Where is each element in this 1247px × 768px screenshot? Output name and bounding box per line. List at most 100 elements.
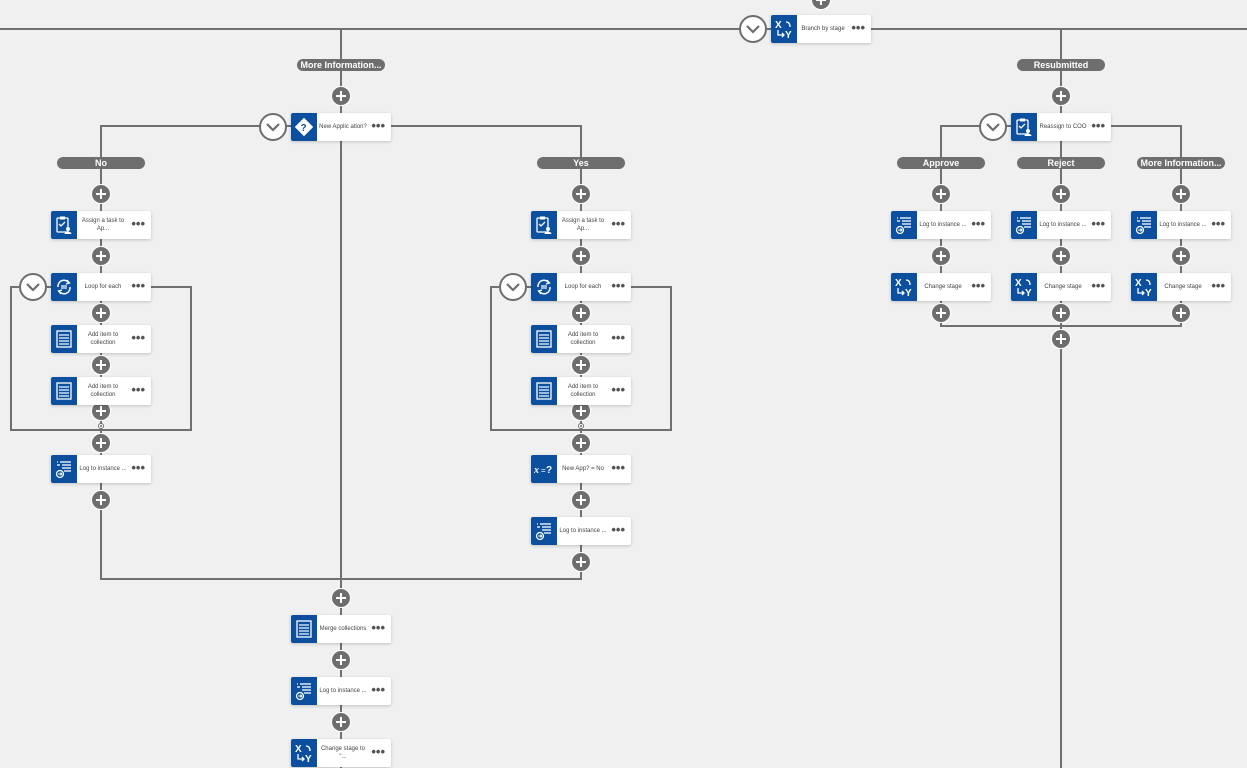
more-options-icon[interactable]: ••• — [371, 620, 385, 635]
log-icon — [531, 517, 557, 545]
collapse-chevron-icon[interactable] — [499, 273, 527, 301]
add-action-plus-icon[interactable] — [1051, 329, 1071, 349]
action-label: Log to instance ... — [79, 466, 127, 472]
loop-end-marker — [578, 423, 584, 429]
add-action-plus-icon[interactable] — [331, 588, 351, 608]
add-action-plus-icon[interactable] — [931, 246, 951, 266]
add-action-plus-icon[interactable] — [571, 401, 591, 421]
more-options-icon[interactable]: ••• — [611, 330, 625, 345]
action-card-log-to-instance[interactable]: Log to instance ... ••• — [291, 677, 391, 705]
collection-icon — [51, 377, 77, 405]
add-action-plus-icon[interactable] — [571, 184, 591, 204]
add-action-plus-icon[interactable] — [571, 355, 591, 375]
branch-label-resubmitted[interactable]: Resubmitted — [1017, 59, 1105, 71]
add-action-plus-icon[interactable] — [91, 303, 111, 323]
action-card-log-to-instance[interactable]: Log to instance ... ••• — [1011, 211, 1111, 239]
more-options-icon[interactable]: ••• — [1211, 278, 1225, 293]
more-options-icon[interactable]: ••• — [611, 216, 625, 231]
decision-question-icon — [291, 113, 317, 141]
action-card-set-variable[interactable]: New App? = No ••• — [531, 455, 631, 483]
branch-xy-icon — [291, 739, 317, 767]
add-action-plus-icon[interactable] — [571, 303, 591, 323]
add-action-plus-icon[interactable] — [1171, 246, 1191, 266]
action-label: New App? = No — [562, 466, 604, 472]
action-card-add-item-to-collection[interactable]: Add item to collection ••• — [51, 325, 151, 353]
more-options-icon[interactable]: ••• — [1091, 216, 1105, 231]
branch-label-reject[interactable]: Reject — [1017, 157, 1105, 169]
more-options-icon[interactable]: ••• — [371, 682, 385, 697]
add-action-plus-icon[interactable] — [571, 490, 591, 510]
more-options-icon[interactable]: ••• — [611, 382, 625, 397]
more-options-icon[interactable]: ••• — [611, 460, 625, 475]
add-action-plus-icon[interactable] — [91, 246, 111, 266]
action-card-branch-by-stage[interactable]: Branch by stage ••• — [771, 15, 871, 43]
add-action-plus-icon[interactable] — [931, 303, 951, 323]
add-action-plus-icon[interactable] — [571, 552, 591, 572]
more-options-icon[interactable]: ••• — [971, 216, 985, 231]
assign-task-icon — [51, 211, 77, 239]
action-card-add-item-to-collection[interactable]: Add item to collection ••• — [531, 325, 631, 353]
add-action-plus-icon[interactable] — [1171, 184, 1191, 204]
more-options-icon[interactable]: ••• — [1091, 118, 1105, 133]
more-options-icon[interactable]: ••• — [131, 460, 145, 475]
more-options-icon[interactable]: ••• — [131, 330, 145, 345]
action-card-log-to-instance[interactable]: Log to instance ... ••• — [1131, 211, 1231, 239]
more-options-icon[interactable]: ••• — [971, 278, 985, 293]
action-card-change-stage[interactable]: Change stage ••• — [891, 273, 991, 301]
more-options-icon[interactable]: ••• — [131, 216, 145, 231]
action-card-log-to-instance[interactable]: Log to instance ... ••• — [891, 211, 991, 239]
branch-label-no[interactable]: No — [57, 157, 145, 169]
collapse-chevron-icon[interactable] — [19, 273, 47, 301]
collapse-chevron-icon[interactable] — [739, 15, 767, 43]
more-options-icon[interactable]: ••• — [371, 744, 385, 759]
action-label: Assign a task to Ap... — [81, 218, 125, 232]
add-action-plus-icon[interactable] — [1051, 246, 1071, 266]
branch-label-yes[interactable]: Yes — [537, 157, 625, 169]
branch-label-more-information[interactable]: More Information... — [297, 59, 385, 71]
connector — [940, 325, 1182, 327]
add-action-plus-icon[interactable] — [931, 184, 951, 204]
more-options-icon[interactable]: ••• — [131, 382, 145, 397]
add-action-plus-icon[interactable] — [91, 355, 111, 375]
action-card-change-stage[interactable]: Change stage ••• — [1011, 273, 1111, 301]
more-options-icon[interactable]: ••• — [611, 522, 625, 537]
more-options-icon[interactable]: ••• — [131, 278, 145, 293]
branch-label-more-information[interactable]: More Information... — [1137, 157, 1225, 169]
collapse-chevron-icon[interactable] — [979, 113, 1007, 141]
more-options-icon[interactable]: ••• — [851, 20, 865, 35]
add-action-plus-icon[interactable] — [91, 490, 111, 510]
assign-task-icon — [1011, 113, 1037, 141]
action-card-loop-for-each[interactable]: Loop for each ••• — [531, 273, 631, 301]
action-card-reassign-coo[interactable]: Reassign to COO ••• — [1011, 113, 1111, 141]
more-options-icon[interactable]: ••• — [371, 118, 385, 133]
action-card-assign-task[interactable]: Assign a task to Ap... ••• — [531, 211, 631, 239]
add-action-plus-icon[interactable] — [811, 0, 831, 10]
add-action-plus-icon[interactable] — [1051, 184, 1071, 204]
add-action-plus-icon[interactable] — [91, 184, 111, 204]
action-card-merge-collections[interactable]: Merge collections ••• — [291, 615, 391, 643]
add-action-plus-icon[interactable] — [331, 86, 351, 106]
more-options-icon[interactable]: ••• — [1211, 216, 1225, 231]
more-options-icon[interactable]: ••• — [611, 278, 625, 293]
add-action-plus-icon[interactable] — [1051, 86, 1071, 106]
action-card-new-application[interactable]: New Applic ation? ••• — [291, 113, 391, 141]
add-action-plus-icon[interactable] — [91, 433, 111, 453]
action-card-add-item-to-collection[interactable]: Add item to collection ••• — [531, 377, 631, 405]
action-card-add-item-to-collection[interactable]: Add item to collection ••• — [51, 377, 151, 405]
add-action-plus-icon[interactable] — [331, 650, 351, 670]
add-action-plus-icon[interactable] — [571, 246, 591, 266]
action-card-change-stage[interactable]: Change stage to "... ••• — [291, 739, 391, 767]
action-card-change-stage[interactable]: Change stage ••• — [1131, 273, 1231, 301]
add-action-plus-icon[interactable] — [331, 712, 351, 732]
add-action-plus-icon[interactable] — [571, 433, 591, 453]
action-card-log-to-instance[interactable]: Log to instance ... ••• — [531, 517, 631, 545]
more-options-icon[interactable]: ••• — [1091, 278, 1105, 293]
action-card-assign-task[interactable]: Assign a task to Ap... ••• — [51, 211, 151, 239]
add-action-plus-icon[interactable] — [1171, 303, 1191, 323]
action-card-loop-for-each[interactable]: Loop for each ••• — [51, 273, 151, 301]
action-card-log-to-instance[interactable]: Log to instance ... ••• — [51, 455, 151, 483]
collapse-chevron-icon[interactable] — [259, 113, 287, 141]
add-action-plus-icon[interactable] — [1051, 303, 1071, 323]
branch-label-approve[interactable]: Approve — [897, 157, 985, 169]
